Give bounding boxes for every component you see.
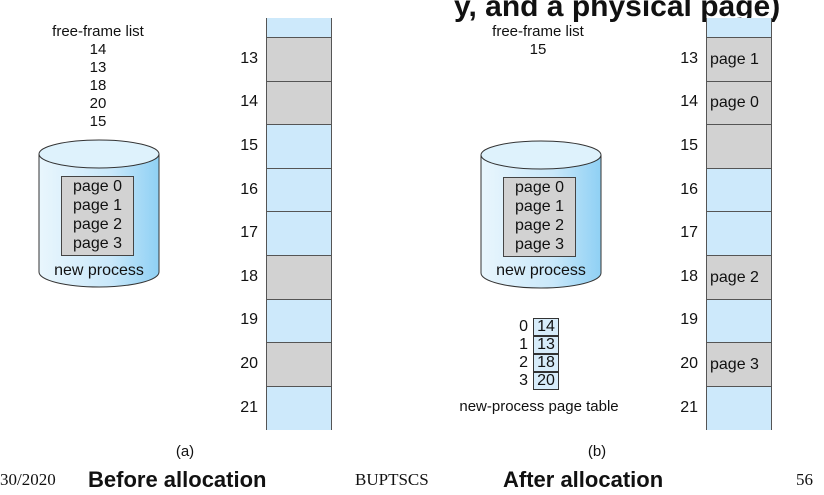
page-label: page 3: [515, 236, 564, 253]
page-label: page 1: [73, 197, 122, 214]
frame-partial: [707, 18, 771, 37]
page-table-frame: 18: [533, 354, 559, 372]
memory-frame: page 2: [707, 255, 771, 299]
frame-number: 15: [680, 137, 698, 154]
free-frame-entry: 18: [89, 77, 107, 94]
frame-number: 17: [680, 224, 698, 242]
memory-frame: [267, 167, 331, 212]
footer-before-allocation: Before allocation: [88, 467, 267, 492]
free-frame-entry: 15: [529, 41, 547, 58]
frame-number: 16: [680, 180, 698, 198]
free-frame-list-title-a: free-frame list: [52, 23, 144, 40]
frame-number: 21: [680, 398, 698, 416]
memory-frame: [267, 211, 331, 255]
footer-page-number: 56: [796, 470, 813, 489]
memory-frame: [707, 298, 771, 343]
memory-frame: [267, 124, 331, 168]
frame-number: 19: [240, 311, 258, 329]
page-table-frame: 14: [533, 318, 559, 336]
caption-a: (a): [175, 443, 195, 460]
frame-number: 20: [680, 355, 698, 372]
frame-number: 18: [240, 267, 258, 285]
frame-content: page 1: [710, 50, 759, 68]
free-frame-entry: 15: [89, 113, 107, 130]
frame-number: 20: [240, 355, 258, 372]
footer-after-allocation: After allocation: [503, 467, 664, 492]
memory-frame: [707, 167, 771, 212]
frame-content: page 2: [710, 268, 759, 286]
memory-frame: [267, 255, 331, 299]
frame-number: 13: [680, 49, 698, 67]
memory-frame: [707, 385, 771, 430]
page-table-index: 3: [519, 372, 528, 389]
frame-number: 14: [680, 93, 698, 111]
new-process-label-b: new process: [496, 262, 586, 279]
page-table-frame: 13: [533, 336, 559, 354]
memory-frame: [267, 385, 331, 430]
free-frame-entry: 20: [89, 95, 107, 112]
slide-title-fragment: y, and a physical page): [454, 0, 781, 23]
frame-number: 18: [680, 267, 698, 285]
frame-number: 19: [680, 311, 698, 329]
frame-number: 16: [240, 180, 258, 198]
page-table-index: 1: [519, 336, 528, 353]
memory-frame: [707, 211, 771, 255]
memory-frame: [267, 80, 331, 125]
page-table-frame: 20: [533, 372, 559, 390]
process-pages-a: page 0 page 1 page 2 page 3: [61, 176, 134, 256]
physical-memory-a: [266, 18, 332, 430]
memory-frame: page 0: [707, 80, 771, 125]
memory-frame: [267, 342, 331, 386]
page-label: page 0: [515, 179, 564, 196]
frame-number: 17: [240, 224, 258, 242]
page-label: page 1: [515, 198, 564, 215]
free-frame-list-title-b: free-frame list: [492, 23, 584, 40]
frame-number: 15: [240, 137, 258, 154]
process-pages-b: page 0 page 1 page 2 page 3: [503, 177, 576, 257]
memory-frame: page 1: [707, 37, 771, 81]
footer-org: BUPTSCS: [355, 470, 429, 489]
frame-content: page 0: [710, 94, 759, 112]
page-table-index: 0: [519, 318, 528, 335]
page-label: page 0: [73, 178, 122, 195]
frame-number: 13: [240, 49, 258, 67]
frame-number: 21: [240, 398, 258, 416]
free-frame-list-a: 14 13 18 20 15: [28, 41, 168, 131]
frame-content: page 3: [710, 355, 759, 373]
memory-frame: [707, 124, 771, 168]
free-frame-entry: 14: [89, 41, 107, 58]
page-table-label: new-process page table: [459, 398, 619, 415]
page-label: page 2: [515, 217, 564, 234]
new-process-label-a: new process: [54, 262, 144, 279]
page-table-index: 2: [519, 354, 528, 371]
physical-memory-b: page 1 page 0 page 2 page 3: [706, 18, 772, 430]
frame-number: 14: [240, 93, 258, 111]
footer-date: 30/2020: [0, 470, 56, 489]
memory-frame: page 3: [707, 342, 771, 386]
memory-frame: [267, 298, 331, 343]
free-frame-entry: 13: [89, 59, 107, 76]
page-label: page 2: [73, 216, 122, 233]
caption-b: (b): [587, 443, 607, 460]
frame-partial: [267, 18, 331, 37]
memory-frame: [267, 37, 331, 81]
page-label: page 3: [73, 235, 122, 252]
